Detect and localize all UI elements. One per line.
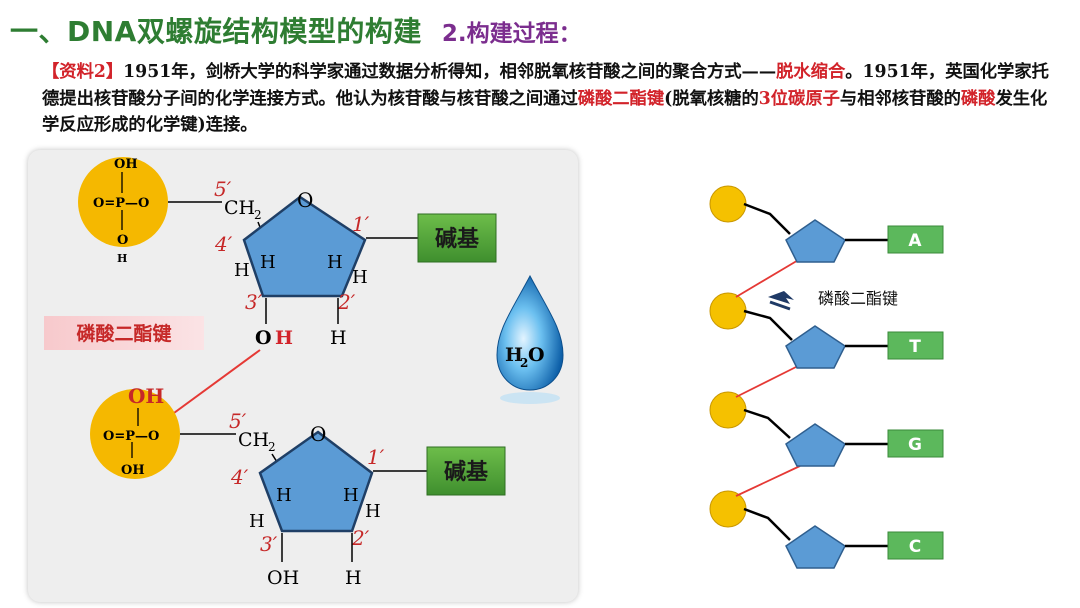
water-h: H [505, 344, 523, 366]
strand-base-C: C [909, 537, 921, 557]
ring-o-top: O [297, 188, 313, 212]
ring-o-bottom: O [310, 422, 326, 446]
para-red-carbon: 3位碳原子 [758, 88, 840, 109]
phos-top-o: O [117, 233, 128, 248]
phos-top-opo: O=P—O [93, 196, 149, 211]
c1-top: 1′ [352, 212, 370, 236]
page-title: 一、DNA双螺旋结构模型的构建 [10, 15, 422, 48]
deoxyribose-bottom [258, 430, 374, 533]
c5-bottom: 5′ [229, 409, 247, 433]
base-label-top: 碱基 [435, 226, 480, 252]
h-top-4a: H [234, 260, 250, 281]
phos-bottom-opo: O=P—O [103, 429, 159, 444]
para-text-5: 发生化学反应形成的化学键)连接。 [42, 88, 1048, 136]
ch2-bottom: CH [238, 429, 269, 451]
strand-sugar-3 [785, 423, 846, 467]
para-text-3: (脱氧核糖的 [664, 88, 759, 109]
para-red-dehydration: 脱水缩合 [776, 62, 846, 82]
h-bot-4a: H [276, 485, 292, 506]
strand-phosphate-2 [709, 292, 747, 330]
strand-base-box-4 [887, 531, 944, 560]
bond-arrow-icon [768, 291, 794, 304]
oh-top-h: H [275, 327, 293, 349]
phosphate-bottom-circle [90, 389, 180, 479]
c4-bottom: 4′ [230, 465, 249, 489]
water-o: O [528, 344, 545, 366]
c3-bottom: 3′ [260, 532, 278, 556]
c5-top: 5′ [214, 177, 232, 201]
para-text-2: 。1951年，英国化学家托德提出核苷酸分子间的化学连接方式。他认为核苷酸与核苷酸… [42, 62, 1049, 109]
para-red-bond: 磷酸二酯键 [577, 88, 665, 109]
section-subtitle: 2.构建过程： [441, 21, 582, 47]
h-bot-1a: H [343, 485, 359, 506]
h-top-4b: H [260, 252, 276, 273]
bottom-nucleotide: OH O=P—O OH 5′ CH 2 O 1′ 4′ H H H H 3′ 2… [90, 384, 506, 589]
strand-phosphate-4 [709, 490, 747, 528]
phos-bottom-oh2: OH [121, 463, 145, 478]
para-red-phosphate: 磷酸 [960, 88, 996, 109]
top-nucleotide: OH O=P—O O H 5′ CH 2 O 1′ 4′ H H H H 3′ … [78, 157, 497, 349]
deoxyribose-top [242, 195, 367, 298]
strand-sugar-4 [785, 525, 846, 569]
strand-sugar-2 [785, 325, 846, 369]
water-sub: 2 [520, 356, 528, 370]
phos-top-h: H [117, 252, 127, 265]
material-tag: 【资料2】 [42, 62, 124, 82]
strand-base-A: A [908, 231, 922, 251]
c2-bottom: 2′ [351, 526, 370, 550]
phos-top-oh: OH [114, 157, 138, 172]
oh-bottom: OH [267, 567, 299, 589]
h-bot-4b: H [249, 511, 265, 532]
ch2-bottom-sub: 2 [268, 440, 276, 454]
ch2-top-sub: 2 [254, 208, 262, 222]
strand-phosphate-3 [709, 391, 747, 429]
c4-top: 4′ [214, 232, 233, 256]
h-top-2: H [330, 327, 347, 349]
c1-bottom: 1′ [367, 445, 385, 469]
bond-label-left: 磷酸二酯键 [76, 322, 171, 345]
h-bot-2: H [345, 567, 362, 589]
oh-top-o: O [255, 327, 272, 349]
dna-strand: A T G C 磷酸二酯键 [709, 185, 944, 569]
ch2-top: CH [224, 197, 255, 219]
phosphate-top-circle [78, 157, 168, 247]
bond-label-right: 磷酸二酯键 [818, 289, 898, 308]
strand-base-T: T [909, 337, 921, 357]
base-box-top [417, 213, 497, 263]
para-text-1: 1951年，剑桥大学的科学家通过数据分析得知，相邻脱氧核苷酸之间的聚合方式—— [123, 62, 777, 82]
c3-top: 3′ [245, 290, 263, 314]
base-label-bottom: 碱基 [444, 459, 489, 485]
strand-base-box-1 [887, 225, 944, 254]
strand-sugar-1 [785, 219, 846, 263]
strand-base-box-2 [887, 331, 944, 360]
bond-label-bg [44, 316, 204, 350]
phos-bottom-oh: OH [128, 384, 164, 408]
base-box-bottom [426, 446, 506, 496]
header: 一、DNA双螺旋结构模型的构建 2.构建过程： [10, 10, 582, 52]
strand-phosphate-1 [709, 185, 747, 223]
c2-top: 2′ [337, 290, 356, 314]
strand-base-G: G [908, 435, 922, 455]
para-text-4: 与相邻核苷酸的 [839, 88, 961, 109]
h-bot-1b: H [365, 501, 381, 522]
h-top-1b: H [352, 267, 368, 288]
water-drop-icon: H 2 O [496, 274, 564, 404]
material-paragraph: 【资料2】1951年，剑桥大学的科学家通过数据分析得知，相邻脱氧核苷酸之间的聚合… [42, 59, 1052, 139]
strand-base-box-3 [887, 429, 944, 458]
h-top-1a: H [327, 252, 343, 273]
